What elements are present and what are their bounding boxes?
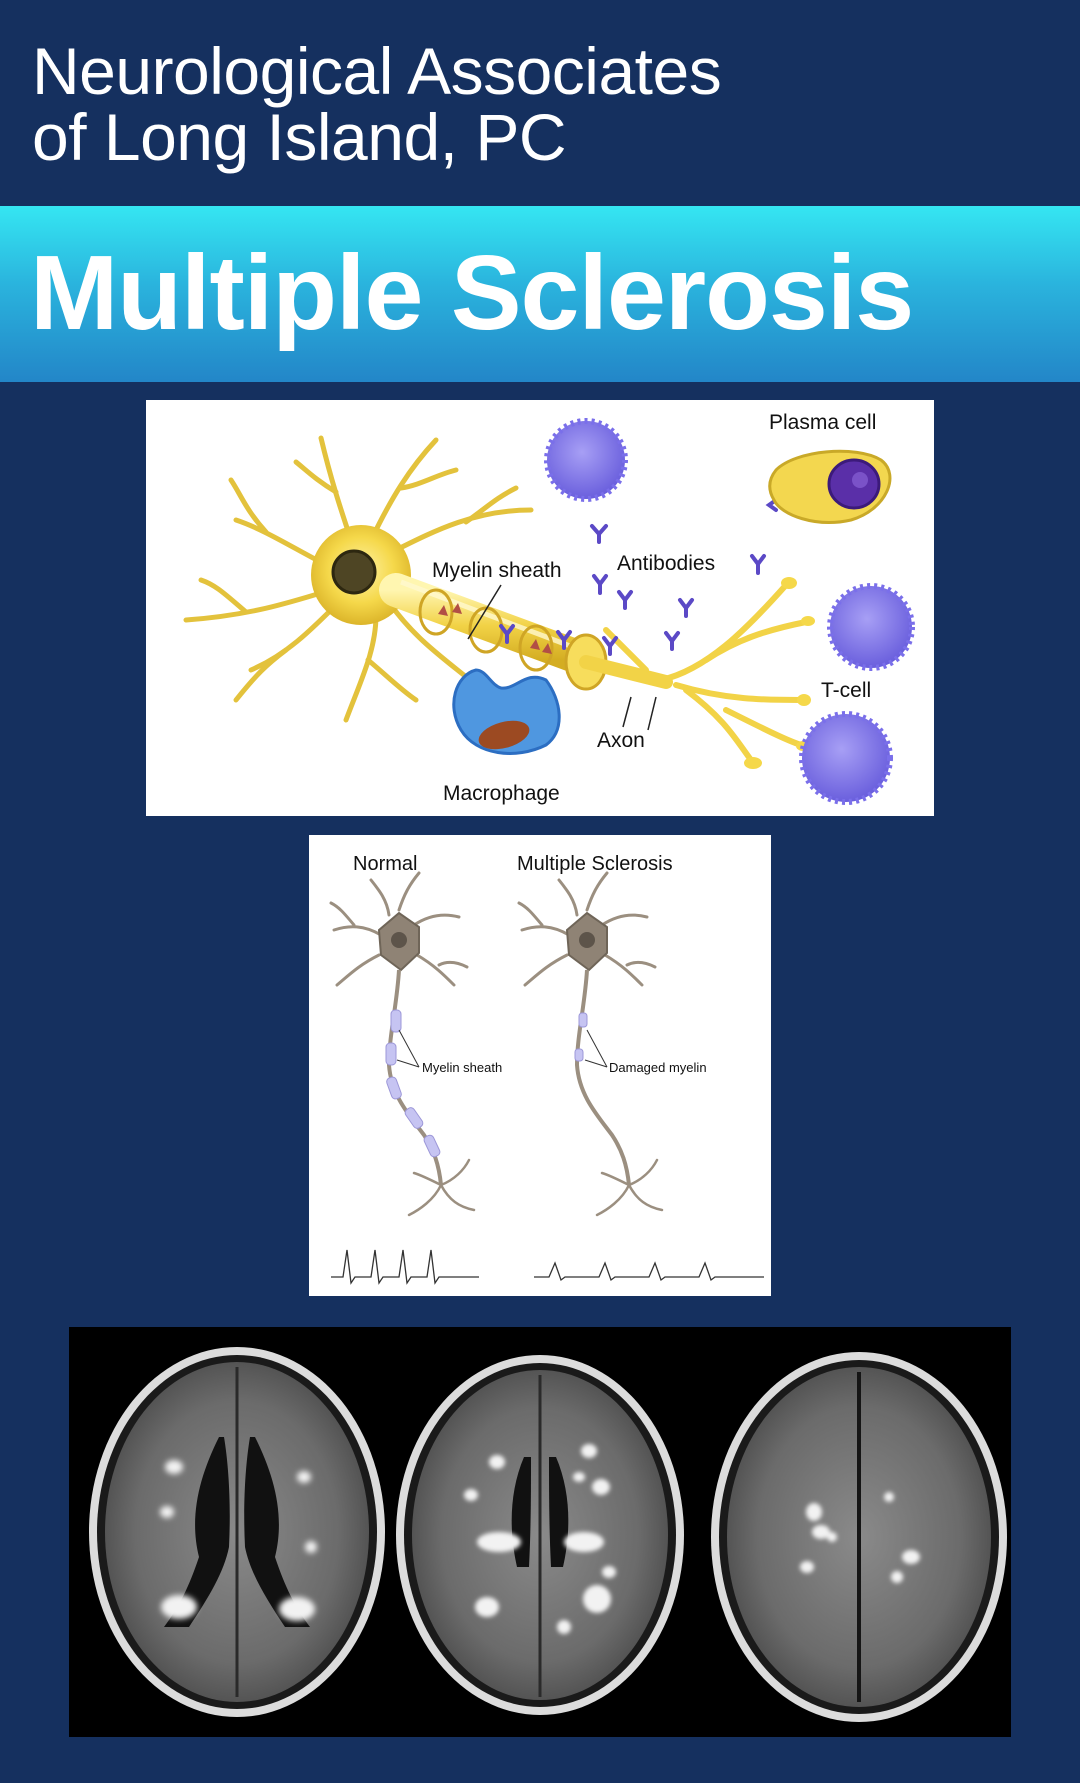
header: Neurological Associates of Long Island, … xyxy=(0,0,1080,206)
title-normal: Normal xyxy=(353,853,417,875)
org-name-line-1: Neurological Associates xyxy=(32,34,722,108)
ms-neuron: Damaged myelin xyxy=(517,871,764,1282)
label-axon: Axon xyxy=(597,729,645,752)
mri-svg xyxy=(89,1347,1007,1722)
dendrites xyxy=(183,435,534,723)
label-plasma-cell: Plasma cell xyxy=(769,411,876,434)
myelinated-axon xyxy=(379,573,673,691)
mri-brain-scans xyxy=(69,1327,1011,1737)
neuron-nucleus xyxy=(331,549,377,595)
title-band: Multiple Sclerosis xyxy=(0,206,1080,382)
ms-leader xyxy=(584,1029,608,1068)
comparison-svg: Normal Multiple Sclerosis xyxy=(329,853,764,1285)
label-myelin-sheath: Myelin sheath xyxy=(432,559,562,582)
normal-vs-ms-comparison: Normal Multiple Sclerosis xyxy=(309,835,771,1296)
page-title: Multiple Sclerosis xyxy=(30,234,914,352)
myelin-damage-marks xyxy=(438,603,552,654)
neuron-immune-illustration: Plasma cell Myelin sheath Antibodies T-c… xyxy=(146,400,934,816)
label-antibodies: Antibodies xyxy=(617,552,715,575)
normal-signal-trace xyxy=(331,1249,479,1285)
normal-neuron: Myelin sheath xyxy=(329,871,502,1285)
label-normal-myelin-sheath: Myelin sheath xyxy=(422,1060,502,1075)
neuron-illustration-svg: Plasma cell Myelin sheath Antibodies T-c… xyxy=(183,411,915,805)
plasma-cell xyxy=(768,449,892,524)
t-cells xyxy=(544,418,915,805)
org-name-line-2: of Long Island, PC xyxy=(32,100,567,174)
leader-lines xyxy=(467,584,657,731)
label-macrophage: Macrophage xyxy=(443,782,560,805)
mri-scan-2 xyxy=(396,1355,684,1715)
ms-signal-trace xyxy=(534,1261,764,1282)
axon-terminals xyxy=(603,582,809,763)
label-damaged-myelin: Damaged myelin xyxy=(609,1060,707,1075)
normal-leader xyxy=(396,1029,420,1068)
mri-scan-1 xyxy=(89,1347,385,1717)
macrophage xyxy=(452,668,561,755)
label-t-cell: T-cell xyxy=(821,679,871,702)
title-multiple-sclerosis: Multiple Sclerosis xyxy=(517,853,673,875)
mri-scan-3 xyxy=(711,1352,1007,1722)
